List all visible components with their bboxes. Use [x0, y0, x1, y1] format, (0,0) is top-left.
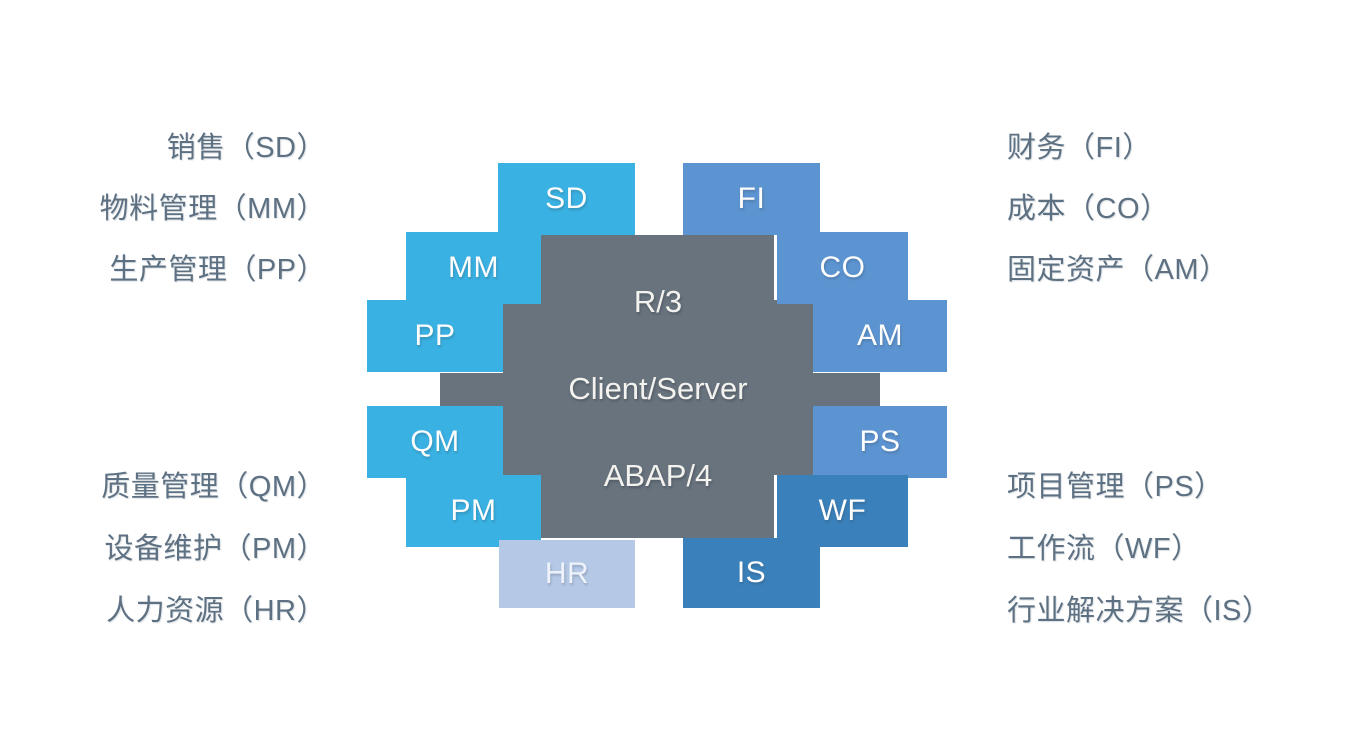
module-box-ps: PS — [813, 406, 947, 478]
module-box-wf: WF — [777, 475, 908, 547]
module-box-label: PM — [450, 494, 497, 527]
left-label-sd: 销售（SD） — [166, 132, 326, 164]
module-box-co: CO — [777, 232, 908, 304]
core-title-client-server: Client/Server — [568, 371, 748, 406]
right-label-ps: 项目管理（PS） — [1007, 471, 1224, 503]
left-label-pp: 生产管理（PP） — [109, 254, 326, 286]
module-box-label: MM — [448, 251, 499, 284]
module-box-label: AM — [857, 319, 903, 352]
module-box-qm: QM — [367, 406, 503, 478]
module-box-label: FI — [737, 182, 766, 215]
module-box-label: HR — [544, 557, 590, 590]
right-label-is: 行业解决方案（IS） — [1007, 595, 1272, 627]
left-label-qm: 质量管理（QM） — [101, 471, 326, 503]
right-label-wf: 工作流（WF） — [1007, 533, 1201, 565]
right-label-am: 固定资产（AM） — [1007, 254, 1229, 286]
right-label-co: 成本（CO） — [1007, 193, 1170, 225]
module-box-pp: PP — [367, 300, 503, 372]
module-box-hr: HR — [499, 540, 635, 608]
module-box-label: WF — [818, 494, 867, 527]
module-box-mm: MM — [406, 232, 541, 304]
module-box-label: PP — [414, 319, 456, 352]
core-band — [440, 373, 880, 407]
module-box-pm: PM — [406, 475, 541, 547]
left-label-hr: 人力资源（HR） — [106, 595, 326, 627]
module-box-label: PS — [859, 425, 901, 458]
module-box-fi: FI — [683, 163, 820, 235]
module-box-is: IS — [683, 538, 820, 608]
module-box-sd: SD — [498, 163, 635, 235]
module-box-label: IS — [736, 556, 767, 589]
core-title-r3: R/3 — [633, 284, 683, 319]
left-label-mm: 物料管理（MM） — [99, 193, 326, 225]
module-box-label: CO — [819, 251, 866, 284]
module-box-label: SD — [545, 182, 588, 215]
right-label-fi: 财务（FI） — [1007, 132, 1152, 164]
module-box-label: QM — [410, 425, 460, 458]
core-title-abap4: ABAP/4 — [603, 458, 713, 493]
left-label-pm: 设备维护（PM） — [104, 533, 326, 565]
module-box-am: AM — [813, 300, 947, 372]
